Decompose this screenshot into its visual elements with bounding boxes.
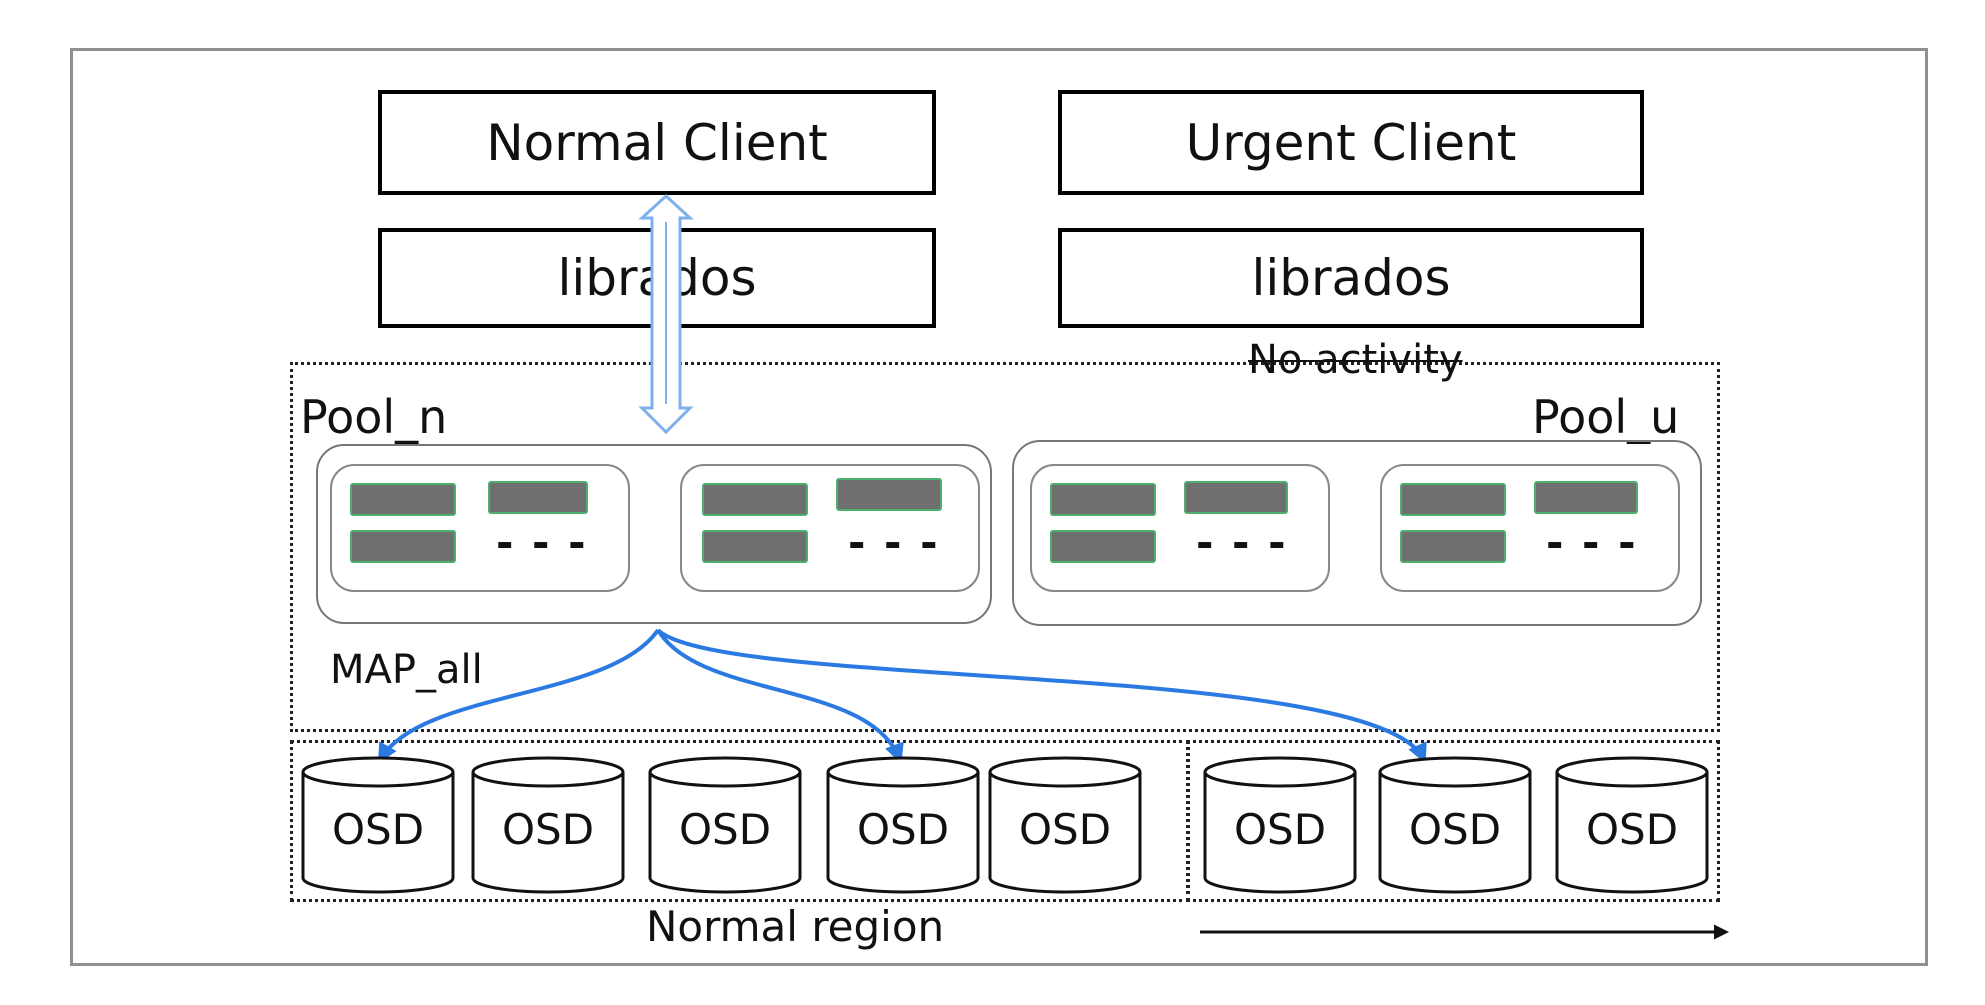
double-arrow-icon — [638, 193, 694, 435]
pool-u-label: Pool_u — [1532, 390, 1680, 444]
osd-cylinder: OSD — [988, 756, 1142, 894]
osd-label: OSD — [857, 805, 949, 854]
pg-subgroup-4 — [1380, 464, 1680, 592]
pg-block — [350, 483, 456, 516]
osd-cylinder: OSD — [471, 756, 625, 894]
pg-block — [350, 530, 456, 563]
map-arrows — [378, 628, 1427, 764]
osd-cylinder: OSD — [648, 756, 802, 894]
osd-label: OSD — [1586, 805, 1678, 854]
pool-region — [290, 362, 1720, 732]
pg-subgroup-2 — [680, 464, 980, 592]
pg-block — [1400, 530, 1506, 563]
normal-client-box: Normal Client — [378, 90, 936, 195]
osd-label: OSD — [502, 805, 594, 854]
pg-subgroup-1 — [330, 464, 630, 592]
pool-u-group — [1012, 440, 1702, 626]
osd-cylinder: OSD — [301, 756, 455, 894]
pool-n-group — [316, 444, 992, 624]
pool-n-label: Pool_n — [300, 390, 448, 444]
osd-cylinder: OSD — [1555, 756, 1709, 894]
osd-label: OSD — [332, 805, 424, 854]
pg-block — [1400, 483, 1506, 516]
osd-label: OSD — [1409, 805, 1501, 854]
pg-block — [702, 483, 808, 516]
no-activity-label: No activity — [1248, 337, 1463, 383]
pg-subgroup-3 — [1030, 464, 1330, 592]
urgent-librados-box: librados — [1058, 228, 1644, 328]
urgent-client-box: Urgent Client — [1058, 90, 1644, 195]
osd-label: OSD — [1019, 805, 1111, 854]
map-all-label: MAP_all — [330, 647, 483, 693]
pg-block — [702, 530, 808, 563]
ellipsis: - - - — [496, 518, 588, 567]
osd-cylinder: OSD — [1378, 756, 1532, 894]
osd-label: OSD — [1234, 805, 1326, 854]
ellipsis: - - - — [1196, 518, 1288, 567]
pg-block — [488, 481, 588, 514]
ellipsis: - - - — [1546, 518, 1638, 567]
pg-block — [1184, 481, 1288, 514]
urgent-client-label: Urgent Client — [1185, 113, 1517, 172]
urgent-osd-region — [1186, 740, 1720, 902]
pg-block — [1534, 481, 1638, 514]
pg-block — [836, 478, 942, 511]
osd-label: OSD — [679, 805, 771, 854]
pg-block — [1050, 483, 1156, 516]
normal-client-label: Normal Client — [486, 113, 828, 172]
urgent-librados-label: librados — [1251, 249, 1451, 307]
ellipsis: - - - — [848, 518, 940, 567]
osd-cylinder: OSD — [1203, 756, 1357, 894]
pg-block — [1050, 530, 1156, 563]
normal-region-label: Normal region — [646, 902, 945, 951]
osd-cylinder: OSD — [826, 756, 980, 894]
